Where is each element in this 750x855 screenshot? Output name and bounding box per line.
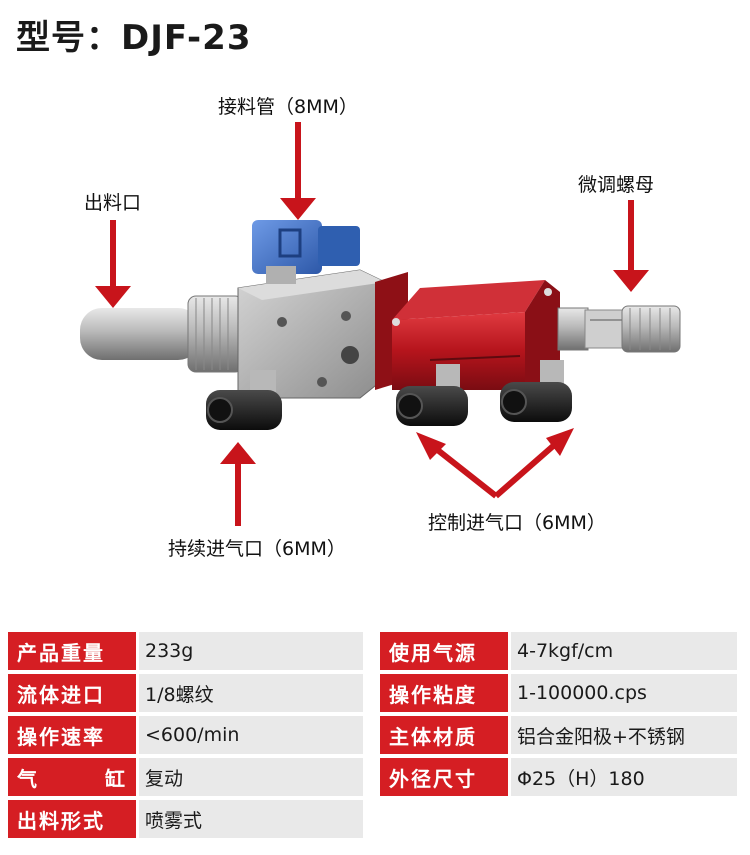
spec-row-speed: 操作速率 <600/min — [8, 716, 363, 754]
continuous-inlet-arrow — [220, 442, 256, 526]
spec-row-weight: 产品重量 233g — [8, 632, 363, 670]
spec-key: 使用气源 — [380, 632, 508, 670]
feed-tube-label: 接料管（8MM） — [218, 96, 358, 118]
product-figure: 接料管（8MM） 出料口 微调螺母 持续进气口（6MM） 控制进气口（6MM） — [0, 60, 750, 620]
spec-key: 流体进口 — [8, 674, 136, 712]
spec-key: 外径尺寸 — [380, 758, 508, 796]
spec-key: 操作速率 — [8, 716, 136, 754]
spec-value: 1-100000.cps — [511, 674, 737, 712]
feed-tube-arrow — [280, 122, 316, 220]
outlet-nozzle — [80, 295, 244, 373]
micrometer-nut — [557, 305, 681, 353]
spec-value: 1/8螺纹 — [139, 674, 363, 712]
valve-illustration — [80, 122, 681, 526]
micro-nut-arrow — [613, 200, 649, 292]
micro-nut-label: 微调螺母 — [578, 174, 655, 196]
control-air-fitting-2 — [500, 360, 572, 422]
spec-value: 复动 — [139, 758, 363, 796]
outlet-arrow — [95, 220, 131, 308]
control-inlet-label: 控制进气口（6MM） — [428, 512, 606, 534]
spec-value: 喷雾式 — [139, 800, 363, 838]
spec-value: 4-7kgf/cm — [511, 632, 737, 670]
continuous-air-fitting — [206, 370, 282, 430]
spec-value: 铝合金阳极+不锈钢 — [511, 716, 737, 754]
outlet-label: 出料口 — [84, 192, 142, 214]
spec-key: 操作粘度 — [380, 674, 508, 712]
spec-value: 233g — [139, 632, 363, 670]
spec-key: 出料形式 — [8, 800, 136, 838]
spec-row-material: 主体材质 铝合金阳极+不锈钢 — [380, 716, 737, 754]
spec-row-cylinder: 气 缸 复动 — [8, 758, 363, 796]
spec-row-output-type: 出料形式 喷雾式 — [8, 800, 363, 838]
spec-key: 主体材质 — [380, 716, 508, 754]
blue-feed-fitting — [252, 220, 360, 284]
control-inlet-arrows — [416, 428, 574, 499]
spec-value: <600/min — [139, 716, 363, 754]
spec-row-viscosity: 操作粘度 1-100000.cps — [380, 674, 737, 712]
page-title: 型号：DJF-23 — [16, 18, 252, 58]
spec-row-dimensions: 外径尺寸 Φ25（H）180 — [380, 758, 737, 796]
continuous-inlet-label: 持续进气口（6MM） — [168, 538, 346, 560]
spec-table: 产品重量 233g 流体进口 1/8螺纹 操作速率 <600/min 气 缸 复… — [8, 624, 742, 844]
red-control-block — [375, 272, 560, 390]
spec-value: Φ25（H）180 — [511, 758, 737, 796]
spec-key: 产品重量 — [8, 632, 136, 670]
control-air-fitting-1 — [396, 364, 468, 426]
spec-row-air-source: 使用气源 4-7kgf/cm — [380, 632, 737, 670]
spec-key-part: 缸 — [105, 766, 127, 791]
spec-key-part: 气 — [17, 766, 39, 791]
spec-row-fluid-inlet: 流体进口 1/8螺纹 — [8, 674, 363, 712]
spec-key: 气 缸 — [8, 758, 136, 796]
